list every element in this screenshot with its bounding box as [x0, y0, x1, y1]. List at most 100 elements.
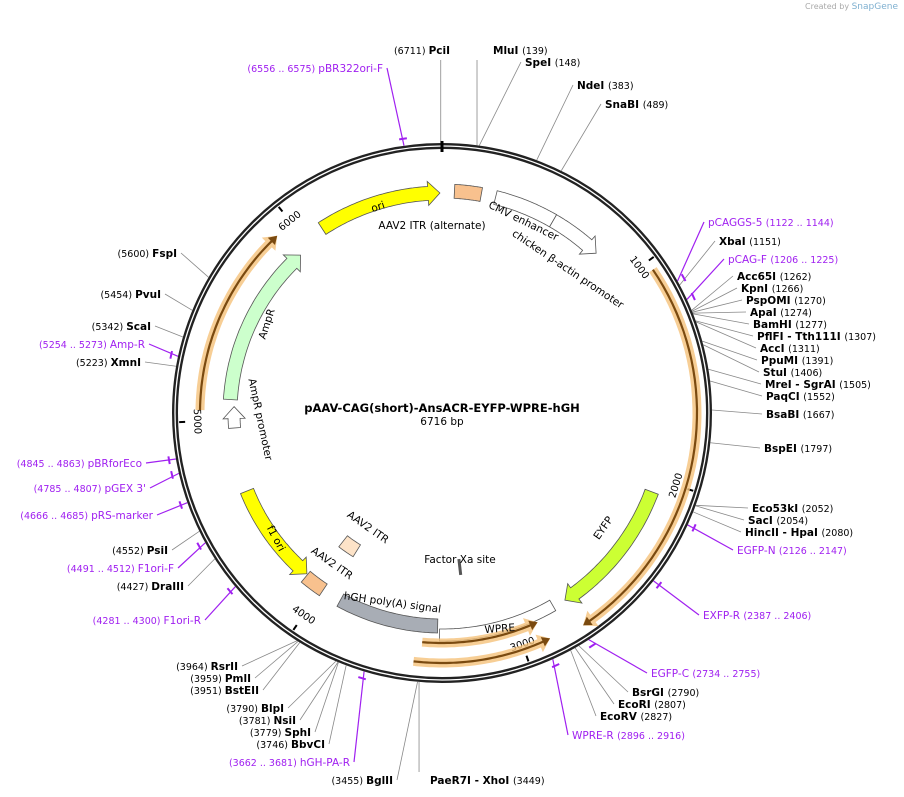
site-psii[interactable]: (4552) PsiI — [112, 545, 168, 557]
primer-leader-line — [687, 524, 734, 551]
site-position: (1262) — [780, 272, 812, 283]
site-paer7i-xhoi[interactable]: PaeR7I - XhoI (3449) — [430, 775, 545, 787]
site-ecorv[interactable]: EcoRV (2827) — [600, 711, 672, 723]
site-name: MluI — [493, 45, 522, 57]
site-label: (5600) FspI — [118, 248, 177, 260]
feature-factor-xa-site[interactable] — [457, 558, 463, 576]
feature-ampr-promoter[interactable] — [222, 406, 247, 429]
site-pvui[interactable]: (5454) PvuI — [100, 289, 161, 301]
site-bglii[interactable]: (3455) BglII — [331, 775, 393, 787]
site-name: SphI — [285, 727, 311, 739]
site-sphi[interactable]: (3779) SphI — [250, 727, 311, 739]
site-fspi[interactable]: (5600) FspI — [118, 248, 177, 260]
primer-binding-mark — [680, 273, 687, 282]
site-hincii-hpai[interactable]: HincII - HpaI (2080) — [745, 527, 853, 539]
site-xbai[interactable]: XbaI (1151) — [719, 236, 781, 248]
primer-position: (4785 .. 4807) — [34, 484, 105, 495]
site-eco53ki[interactable]: Eco53kI (2052) — [752, 503, 833, 515]
site-stui[interactable]: StuI (1406) — [763, 367, 822, 379]
site-name: PflFI - Tth111I — [757, 331, 844, 343]
site-saci[interactable]: SacI (2054) — [748, 515, 808, 527]
site-pspomi[interactable]: PspOMI (1270) — [746, 295, 826, 307]
primer-label: (4491 .. 4512) F1ori-F — [67, 563, 174, 575]
site-leader-line — [164, 293, 193, 311]
primer-name: F1ori-R — [164, 615, 201, 627]
site-blpi[interactable]: (3790) BlpI — [226, 703, 284, 715]
feature-aav2-itr-alternate-[interactable] — [453, 184, 483, 202]
feature-ampr[interactable] — [222, 254, 301, 401]
site-snabi[interactable]: SnaBI (489) — [605, 99, 668, 111]
site-acci[interactable]: AccI (1311) — [760, 343, 820, 355]
site-label: PaeR7I - XhoI (3449) — [430, 775, 545, 787]
site-bamhi[interactable]: BamHI (1277) — [753, 319, 827, 331]
site-ppumi[interactable]: PpuMI (1391) — [761, 355, 833, 367]
site-position: (1270) — [794, 296, 826, 307]
site-scai[interactable]: (5342) ScaI — [92, 321, 151, 333]
site-label: HincII - HpaI (2080) — [745, 527, 853, 539]
feature-hgh-poly-a-signal[interactable] — [336, 593, 439, 634]
site-pcii[interactable]: (6711) PciI — [394, 45, 450, 57]
feature-eyfp[interactable] — [564, 488, 659, 604]
primer-egfp-c[interactable]: EGFP-C (2734 .. 2755) — [651, 668, 760, 680]
site-name: DraIII — [151, 581, 184, 593]
site-spei[interactable]: SpeI (148) — [525, 57, 580, 69]
site-pmli[interactable]: (3959) PmlI — [190, 673, 251, 685]
primer-pbr322ori-f[interactable]: (6556 .. 6575) pBR322ori-F — [247, 63, 383, 75]
site-apai[interactable]: ApaI (1274) — [750, 307, 812, 319]
site-ecori[interactable]: EcoRI (2807) — [618, 699, 686, 711]
site-bsrgi[interactable]: BsrGI (2790) — [632, 687, 699, 699]
feature-aav2-itr[interactable] — [338, 535, 362, 558]
feature-label: Factor Xa site — [424, 554, 495, 566]
site-nsii[interactable]: (3781) NsiI — [239, 715, 296, 727]
primer-pcaggs-5[interactable]: pCAGGS-5 (1122 .. 1144) — [708, 217, 834, 229]
site-kpni[interactable]: KpnI (1266) — [741, 283, 803, 295]
site-label: PpuMI (1391) — [761, 355, 833, 367]
site-bsabi[interactable]: BsaBI (1667) — [766, 409, 835, 421]
site-bsteii[interactable]: (3951) BstEII — [190, 685, 259, 697]
site-leader-lines — [144, 60, 763, 781]
feature-orange-feature[interactable] — [413, 637, 551, 665]
primer-pbrforeco[interactable]: (4845 .. 4863) pBRforEco — [17, 458, 142, 470]
primer-position: (4666 .. 4685) — [20, 511, 91, 522]
site-rsrii[interactable]: (3964) RsrII — [176, 661, 238, 673]
site-leader-line — [695, 505, 745, 521]
site-label: NdeI (383) — [577, 80, 634, 92]
primer-f1ori-f[interactable]: (4491 .. 4512) F1ori-F — [67, 563, 174, 575]
primer-position: (1206 .. 1225) — [770, 255, 838, 266]
site-bbvci[interactable]: (3746) BbvCI — [256, 739, 325, 751]
site-mlui[interactable]: MluI (139) — [493, 45, 548, 57]
feature-ori[interactable] — [317, 180, 441, 235]
primer-prs-marker[interactable]: (4666 .. 4685) pRS-marker — [20, 510, 153, 522]
primer-position: (2126 .. 2147) — [779, 546, 847, 557]
site-name: EcoRV — [600, 711, 640, 723]
site-xmni[interactable]: (5223) XmnI — [76, 357, 141, 369]
primer-egfp-n[interactable]: EGFP-N (2126 .. 2147) — [737, 545, 847, 557]
feature-f1-ori[interactable] — [239, 487, 308, 575]
site-label: BsaBI (1667) — [766, 409, 835, 421]
feature-aav2-itr[interactable] — [300, 570, 328, 597]
site-leader-line — [154, 325, 184, 338]
primer-amp-r[interactable]: (5254 .. 5273) Amp-R — [39, 339, 145, 351]
site-position: (3951) — [190, 686, 225, 697]
site-mrei-sgrai[interactable]: MreI - SgrAI (1505) — [765, 379, 871, 391]
tick-label: 5000 — [191, 409, 203, 435]
site-bspei[interactable]: BspEI (1797) — [764, 443, 832, 455]
primer-f1ori-r[interactable]: (4281 .. 4300) F1ori-R — [93, 615, 201, 627]
site-pflfi-tth111i[interactable]: PflFI - Tth111I (1307) — [757, 331, 876, 343]
feature-chicken-actin-promoter[interactable] — [549, 214, 597, 255]
site-leader-line — [695, 320, 754, 337]
site-name: BsaBI — [766, 409, 803, 421]
site-label: (3746) BbvCI — [256, 739, 325, 751]
site-ndei[interactable]: NdeI (383) — [577, 80, 634, 92]
site-draiii[interactable]: (4427) DraIII — [117, 581, 184, 593]
site-acc65i[interactable]: Acc65I (1262) — [737, 271, 811, 283]
primer-pcag-f[interactable]: pCAG-F (1206 .. 1225) — [728, 254, 838, 266]
primer-label: (4281 .. 4300) F1ori-R — [93, 615, 201, 627]
site-paqci[interactable]: PaqCI (1552) — [766, 391, 835, 403]
primer-wpre-r[interactable]: WPRE-R (2896 .. 2916) — [572, 730, 685, 742]
feature-orange-feature[interactable] — [422, 620, 538, 645]
primer-binding-mark — [226, 587, 234, 595]
primer-exfp-r[interactable]: EXFP-R (2387 .. 2406) — [703, 610, 811, 622]
primer-hgh-pa-r[interactable]: (3662 .. 3681) hGH-PA-R — [229, 757, 350, 769]
primer-pgex-3-[interactable]: (4785 .. 4807) pGEX 3' — [34, 483, 146, 495]
